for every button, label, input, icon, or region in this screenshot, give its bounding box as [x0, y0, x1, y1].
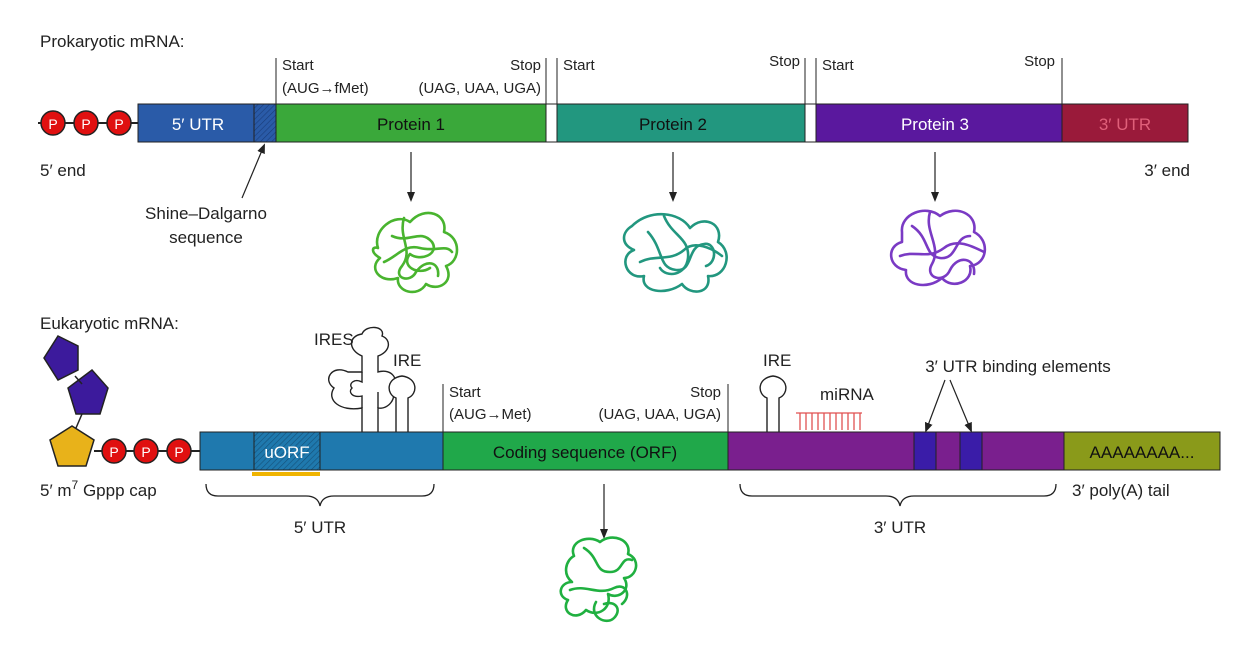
protein3-label: Protein 3: [901, 115, 969, 134]
utr3-brace-label: 3′ UTR: [874, 518, 926, 537]
uorf-segment: [253, 431, 321, 471]
stop1-label: Stop: [510, 57, 541, 74]
phosphate-label: P: [141, 444, 150, 460]
euk-start-codon: (AUG→Met): [449, 406, 532, 423]
binding-arrow: [949, 379, 972, 433]
phosphate-icon: [133, 438, 159, 464]
binding-arrow: [925, 379, 946, 433]
phosphate-icon: [101, 438, 127, 464]
phosphate-label: P: [109, 444, 118, 460]
ire-label-5utr: IRE: [393, 351, 421, 370]
ires-label: IRES: [314, 330, 354, 349]
uorf-label: uORF: [264, 443, 309, 462]
start1-codon: (AUG→fMet): [282, 80, 369, 97]
start2-label: Start: [563, 57, 596, 74]
binding-elements-label: 3′ UTR binding elements: [925, 357, 1111, 376]
phosphate-group: P P P: [40, 110, 132, 136]
sd-label-line2: sequence: [169, 228, 243, 247]
utr3-label: 3′ UTR: [1099, 115, 1151, 134]
protein1-segment: [275, 103, 547, 143]
utr5-brace-label: 5′ UTR: [294, 518, 346, 537]
polya-label: AAAAAAAA...: [1090, 443, 1195, 462]
protein3-blob: [889, 209, 987, 287]
end5-label: 5′ end: [40, 161, 86, 180]
utr3-brace: [739, 483, 1057, 507]
utr3-binding-element: [959, 431, 983, 471]
ire-hairpin-5utr: [388, 375, 416, 432]
gppp-pentagon-icon: [49, 425, 95, 467]
protein1-label: Protein 1: [377, 115, 445, 134]
cap-pentagon-icon: [67, 368, 109, 415]
phosphate-icon: [73, 110, 99, 136]
stop2-label: Stop: [769, 53, 800, 70]
codon-ticks: [275, 58, 1063, 104]
utr3-binding-element: [913, 431, 937, 471]
stop1-codons: (UAG, UAA, UGA): [418, 80, 541, 97]
utr5-label: 5′ UTR: [172, 115, 224, 134]
start3-label: Start: [822, 57, 855, 74]
eukaryotic-phosphate-group: P P P: [101, 438, 192, 464]
euk-stop-codons: (UAG, UAA, UGA): [598, 406, 721, 423]
protein1-blob: [371, 211, 459, 294]
shine-dalgarno-segment: [253, 103, 277, 143]
orf-segment: [442, 431, 729, 471]
start1-label: Start: [282, 57, 315, 74]
ire-label-3utr: IRE: [763, 351, 791, 370]
mirna-label: miRNA: [820, 385, 874, 404]
euk-utr5-segment: [199, 431, 444, 471]
phosphate-label: P: [174, 444, 183, 460]
sd-arrow: [241, 143, 265, 199]
phosphate-label: P: [48, 116, 57, 132]
phosphate-icon: [166, 438, 192, 464]
cap-label: 5′ m7 Gppp cap: [40, 478, 157, 500]
euk-stop-label: Stop: [690, 384, 721, 401]
euk-utr3-segment: [727, 431, 1065, 471]
intercistronic-spacer: [804, 103, 817, 143]
ire-hairpin-3utr: [759, 375, 787, 432]
mirna-icon: [796, 412, 862, 430]
cap-pentagon-icon: [43, 335, 79, 381]
uorf-underline: [252, 472, 320, 476]
euk-protein-blob: [559, 536, 638, 623]
polya-tail-label: 3′ poly(A) tail: [1072, 481, 1170, 500]
phosphate-icon: [106, 110, 132, 136]
phosphate-label: P: [114, 116, 123, 132]
utr5-brace: [205, 483, 435, 507]
polya-segment: [1063, 431, 1221, 471]
sd-label-line1: Shine–Dalgarno: [145, 204, 267, 223]
protein2-segment: [556, 103, 806, 143]
stop3-label: Stop: [1024, 53, 1055, 70]
euk-start-label: Start: [449, 384, 482, 401]
protein2-label: Protein 2: [639, 115, 707, 134]
cap-structure: [43, 335, 109, 467]
prokaryotic-title: Prokaryotic mRNA:: [40, 32, 185, 51]
utr3-segment: [1061, 103, 1189, 143]
phosphate-label: P: [81, 116, 90, 132]
intercistronic-spacer: [545, 103, 558, 143]
phosphate-icon: [40, 110, 66, 136]
orf-label: Coding sequence (ORF): [493, 443, 677, 462]
protein2-blob: [622, 212, 728, 293]
protein3-segment: [815, 103, 1063, 143]
eukaryotic-title: Eukaryotic mRNA:: [40, 314, 179, 333]
end3-label: 3′ end: [1144, 161, 1190, 180]
